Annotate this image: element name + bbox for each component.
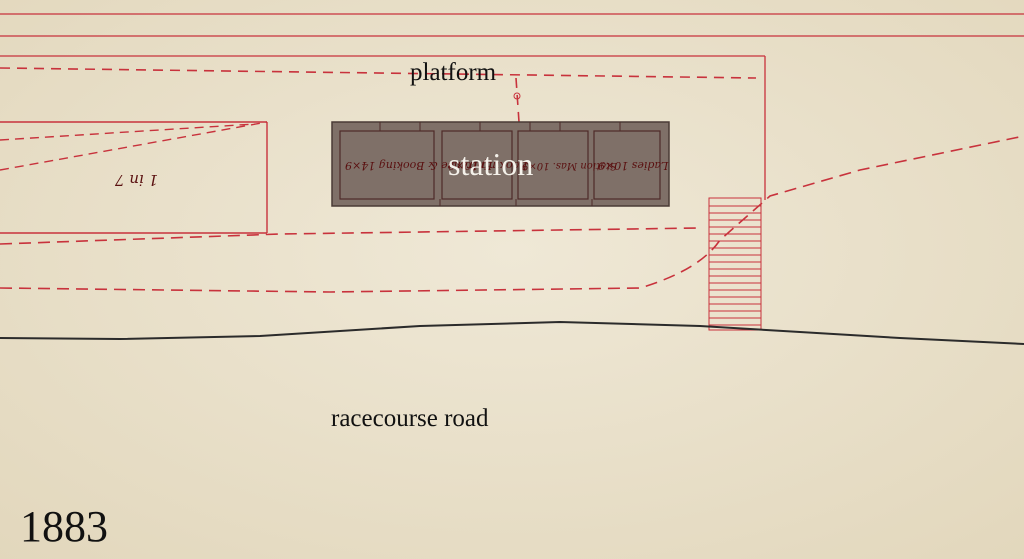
year-label: 1883 [20, 502, 108, 551]
room-ladies-script: Ladies 10×9 [598, 159, 669, 172]
road-label: racecourse road [331, 405, 489, 432]
station-building [331, 121, 670, 207]
stairs [708, 197, 762, 331]
left-ramp-dashed [0, 121, 268, 171]
left-ramp-outline [0, 121, 268, 234]
rail-lines [0, 13, 1024, 200]
road-edge-line [0, 320, 1024, 345]
platform-marker [513, 92, 521, 100]
dashed-boundaries [0, 135, 1024, 293]
platform-edge-dashed [0, 67, 757, 123]
platform-label: platform [410, 59, 497, 86]
left-note-script: 1 in 7 [115, 171, 159, 189]
station-label: station [448, 146, 534, 182]
